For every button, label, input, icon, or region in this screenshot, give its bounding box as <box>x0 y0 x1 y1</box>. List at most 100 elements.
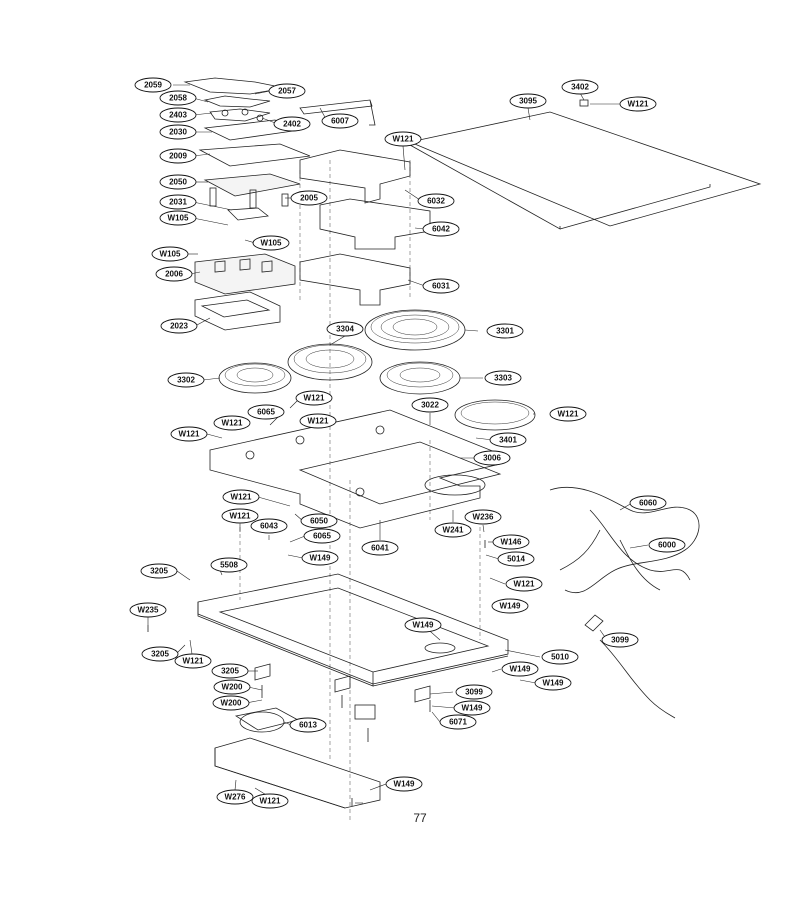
screws <box>147 540 486 806</box>
callout-text: W149 <box>394 780 415 789</box>
part-callout: W121 <box>213 415 251 431</box>
callout-bubble <box>484 370 522 386</box>
callout-text: 2005 <box>300 194 318 203</box>
callout-bubble <box>629 495 667 511</box>
part-callout: W105 <box>252 235 290 251</box>
callout-text: W121 <box>308 417 329 426</box>
part-callout: 2006 <box>155 266 193 282</box>
part-callout: 2402 <box>273 116 311 132</box>
control-boards <box>198 119 311 221</box>
callout-text: W121 <box>514 580 535 589</box>
callout-text: 6071 <box>449 718 467 727</box>
part-callout: 6041 <box>361 540 399 556</box>
callout-text: 6043 <box>260 522 278 531</box>
callout-bubble <box>141 646 179 662</box>
callout-text: 6065 <box>257 408 275 417</box>
part-callout: 2403 <box>159 107 197 123</box>
callout-text: 6013 <box>299 721 317 730</box>
callout-text: W121 <box>231 493 252 502</box>
part-callout: 3205 <box>140 563 178 579</box>
callout-text: W149 <box>462 704 483 713</box>
callout-bubble <box>250 518 288 534</box>
part-callout: W241 <box>434 522 472 538</box>
glass-cooktop <box>408 99 762 230</box>
power-board-assembly <box>194 253 296 331</box>
callout-text: 3205 <box>150 567 168 576</box>
part-callout: 6032 <box>417 193 455 209</box>
callout-bubble <box>160 318 198 334</box>
callout-bubble <box>213 415 251 431</box>
part-callout: W149 <box>501 661 539 677</box>
callout-bubble <box>247 404 285 420</box>
callout-labels: 205920572058240324022030200920502031W105… <box>129 77 686 809</box>
part-callout: 3095 <box>509 93 547 109</box>
part-callout: W121 <box>222 489 260 505</box>
callout-text: 2031 <box>169 198 187 207</box>
callout-bubble <box>303 528 341 544</box>
callout-text: W235 <box>138 606 159 615</box>
part-callout: W200 <box>212 695 250 711</box>
callout-bubble <box>299 413 337 429</box>
callout-text: 3401 <box>499 436 517 445</box>
callout-text: 2009 <box>169 152 187 161</box>
part-callout: W121 <box>295 390 333 406</box>
part-callout: W121 <box>251 793 289 809</box>
callout-text: 3099 <box>611 636 629 645</box>
part-callout: 2058 <box>159 90 197 106</box>
bracket-parts <box>299 99 431 306</box>
callout-bubble <box>273 116 311 132</box>
callout-bubble <box>404 617 442 633</box>
part-callout: 6071 <box>439 714 477 730</box>
callout-bubble <box>159 210 197 226</box>
callout-bubble <box>486 323 524 339</box>
part-callout: 3401 <box>489 432 527 448</box>
part-callout: W236 <box>464 509 502 525</box>
callout-text: 6007 <box>331 117 349 126</box>
callout-bubble <box>549 406 587 422</box>
callout-bubble <box>211 663 249 679</box>
part-callout: W121 <box>170 426 208 442</box>
callout-bubble <box>155 266 193 282</box>
callout-text: 5014 <box>507 555 525 564</box>
callout-text: 2023 <box>170 322 188 331</box>
part-callout: 3301 <box>486 323 524 339</box>
callout-bubble <box>159 194 197 210</box>
part-callout: 3006 <box>473 450 511 466</box>
callout-bubble <box>497 551 535 567</box>
part-callout: 2030 <box>159 124 197 140</box>
callout-bubble <box>159 107 197 123</box>
callout-text: W241 <box>443 526 464 535</box>
callout-text: 5010 <box>551 653 569 662</box>
callout-bubble <box>159 148 197 164</box>
callout-text: W149 <box>500 602 521 611</box>
callout-bubble <box>159 174 197 190</box>
callout-text: W121 <box>230 512 251 521</box>
callout-text: W149 <box>310 554 331 563</box>
callout-text: 2059 <box>144 81 162 90</box>
callout-text: 6031 <box>432 282 450 291</box>
part-callout: 2050 <box>159 174 197 190</box>
callout-text: W121 <box>393 135 414 144</box>
callout-bubble <box>491 598 529 614</box>
callout-text: W121 <box>222 419 243 428</box>
callout-bubble <box>473 450 511 466</box>
callout-bubble <box>134 77 172 93</box>
callout-bubble <box>489 432 527 448</box>
part-callout: 3022 <box>411 397 449 413</box>
part-callout: W200 <box>213 679 251 695</box>
part-callout: W235 <box>129 602 167 618</box>
callout-bubble <box>213 679 251 695</box>
callout-text: 6042 <box>432 225 450 234</box>
callout-text: 3402 <box>571 83 589 92</box>
callout-bubble <box>140 563 178 579</box>
part-callout: W149 <box>301 550 339 566</box>
callout-bubble <box>541 649 579 665</box>
callout-text: 6065 <box>313 532 331 541</box>
callout-text: 6060 <box>639 499 657 508</box>
part-callout: 6050 <box>300 513 338 529</box>
callout-bubble <box>434 522 472 538</box>
callout-bubble <box>268 83 306 99</box>
part-callout: 3099 <box>455 684 493 700</box>
part-callout: 2005 <box>290 190 328 206</box>
part-callout: 6065 <box>303 528 341 544</box>
